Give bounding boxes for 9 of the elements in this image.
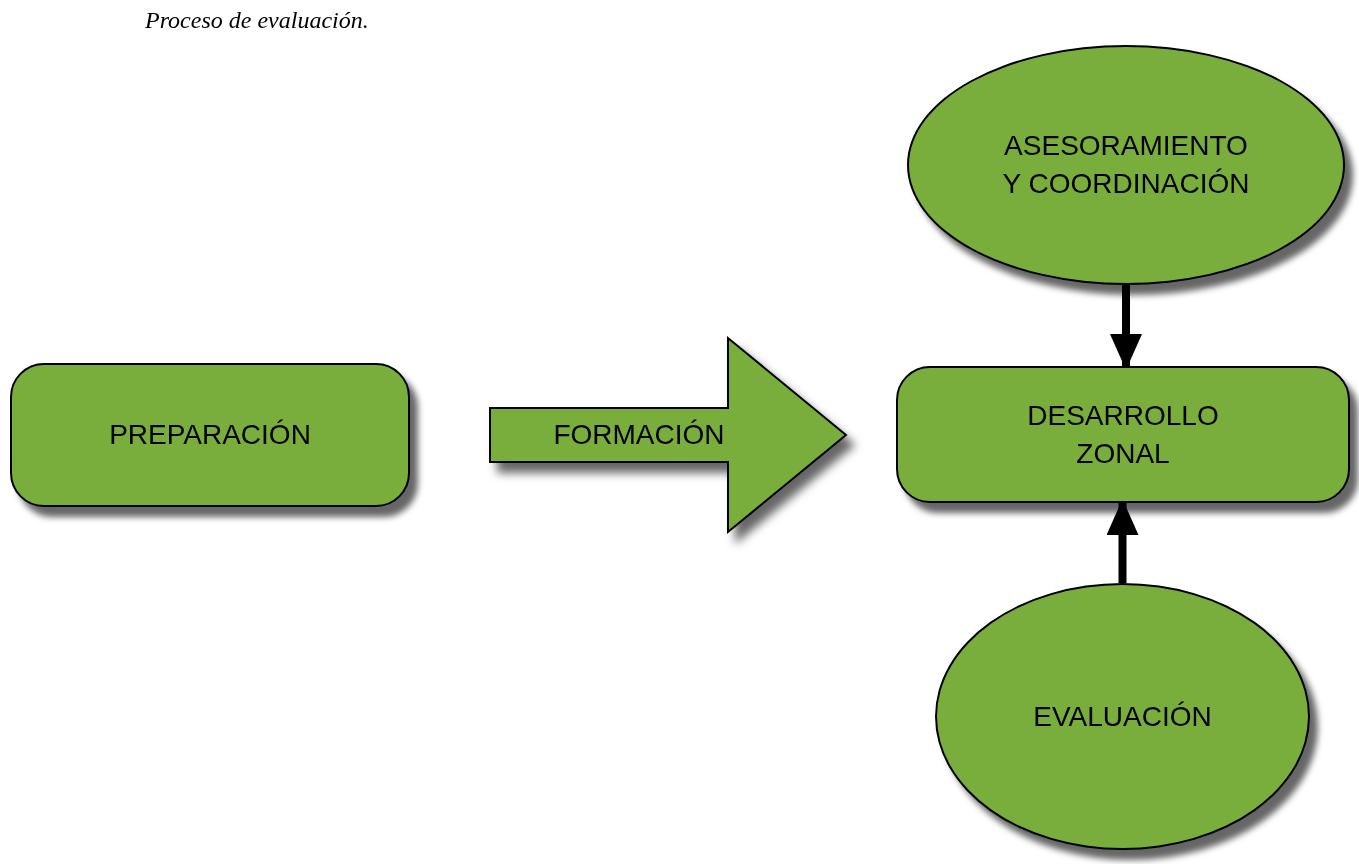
process-box: [10, 363, 410, 507]
node-label: ASESORAMIENTO Y COORDINACIÓN: [1001, 129, 1251, 201]
node-label: DESARROLLO ZONAL: [1026, 398, 1220, 471]
node-label: PREPARACIÓN: [109, 418, 311, 452]
edge-label: FORMACIÓN: [553, 418, 725, 452]
process-box: [896, 366, 1350, 503]
block-arrow: [489, 335, 848, 535]
title: Proceso de evaluación.: [145, 6, 369, 35]
node-label: EVALUACIÓN: [1033, 699, 1212, 734]
